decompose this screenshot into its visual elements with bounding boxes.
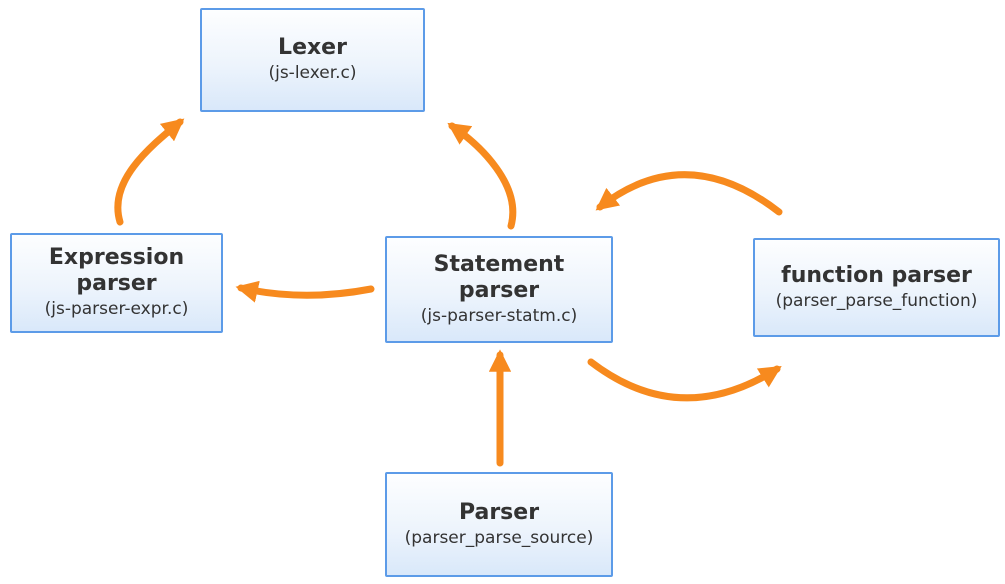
node-expression-parser-title-line: Expression: [48, 245, 185, 270]
node-lexer: Lexer (js-lexer.c): [200, 8, 425, 112]
node-function-parser: function parser (parser_parse_function): [753, 238, 1000, 337]
node-function-parser-title: function parser: [781, 263, 972, 289]
node-parser-title-line: Parser: [458, 499, 540, 525]
node-parser-subtitle: (parser_parse_source): [404, 527, 594, 548]
node-parser: Parser (parser_parse_source): [385, 472, 613, 577]
node-expression-parser-title-line: parser: [76, 271, 157, 296]
node-function-parser-subtitle: (parser_parse_function): [775, 290, 978, 311]
node-expression-parser-title: Expression parser: [49, 245, 184, 297]
node-lexer-title-line: Lexer: [278, 35, 347, 60]
arrow-statement-parser-to-function-parser: [587, 358, 782, 402]
node-statement-parser-title-line: parser: [458, 277, 540, 303]
node-lexer-subtitle: (js-lexer.c): [268, 63, 357, 83]
arrow-statement-parser-to-expression-parser: [235, 280, 375, 303]
node-statement-parser-title: Statement parser: [434, 252, 565, 304]
node-parser-title: Parser: [459, 500, 539, 526]
node-function-parser-title-line: function parser: [781, 262, 972, 288]
arrow-expression-parser-to-lexer: [114, 118, 185, 226]
arrow-function-parser-to-statement-parser: [595, 171, 783, 216]
arrow-statement-parser-to-lexer: [447, 122, 517, 230]
node-lexer-title: Lexer: [278, 35, 347, 61]
node-statement-parser-title-line: Statement: [433, 251, 565, 277]
node-expression-parser: Expression parser (js-parser-expr.c): [10, 233, 223, 333]
node-expression-parser-subtitle: (js-parser-expr.c): [44, 299, 189, 319]
node-statement-parser: Statement parser (js-parser-statm.c): [385, 236, 613, 343]
node-statement-parser-subtitle: (js-parser-statm.c): [420, 305, 578, 326]
